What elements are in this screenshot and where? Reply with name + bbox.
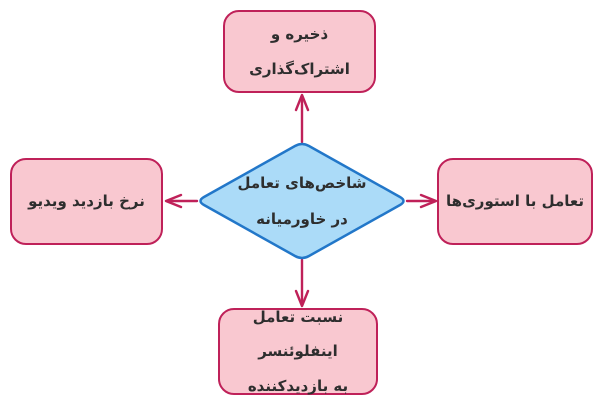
node-top-label: ذخیره و اشتراک‌گذاری [249,25,350,78]
node-bottom-label-line1: نسبت تعامل اینفلوئنسر [252,307,344,361]
node-right-label: تعامل با استوری‌ها [446,192,584,211]
arrowhead-top-icon [294,93,310,112]
node-story-interaction: تعامل با استوری‌ها [437,158,593,245]
arrowhead-bottom-icon [294,289,310,308]
arrowhead-left-icon [164,193,183,209]
node-left-label: نرخ بازدید ویدیو [28,192,145,211]
node-influencer-visitor-ratio: نسبت تعامل اینفلوئنسر به بازدیدکننده [218,308,378,395]
node-save-and-sharing: ذخیره و اشتراک‌گذاری [223,10,376,93]
arrowhead-right-icon [419,193,438,209]
node-video-view-rate: نرخ بازدید ویدیو [10,158,163,245]
center-diamond-shape [199,142,405,260]
node-bottom-label-line2: به بازدیدکننده [247,376,349,395]
